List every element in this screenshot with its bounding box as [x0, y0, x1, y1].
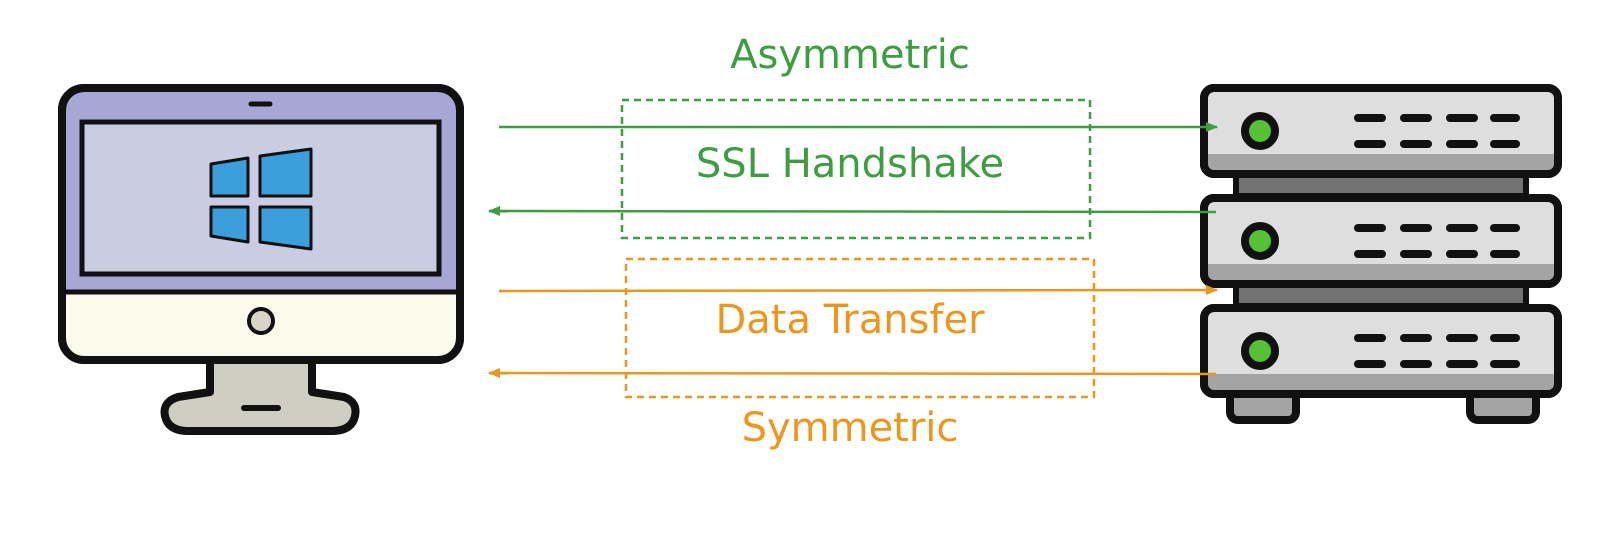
label-asymmetric: Asymmetric — [730, 32, 970, 78]
label-data-transfer: Data Transfer — [715, 297, 985, 343]
server-unit-2 — [1200, 194, 1562, 288]
server-led-icon — [1241, 332, 1279, 370]
label-symmetric: Symmetric — [741, 405, 959, 451]
windows-logo-icon — [209, 147, 313, 251]
arrow-client-to-server-transfer — [498, 285, 1218, 296]
server-unit-3 — [1200, 304, 1562, 398]
monitor-stand — [160, 351, 360, 435]
transfer-box — [624, 257, 1096, 399]
server-unit-1 — [1200, 84, 1562, 178]
server-led-icon — [1241, 222, 1279, 260]
server-led-icon — [1241, 112, 1279, 150]
arrow-server-to-client-handshake — [488, 206, 1217, 217]
handshake-box — [620, 98, 1092, 240]
power-button-icon — [247, 307, 275, 335]
server-rack-icon — [1200, 84, 1562, 424]
monitor-screen — [79, 119, 442, 277]
label-ssl-handshake: SSL Handshake — [695, 141, 1005, 187]
desktop-computer-icon — [58, 84, 464, 435]
arrow-server-to-client-transfer — [488, 368, 1217, 379]
